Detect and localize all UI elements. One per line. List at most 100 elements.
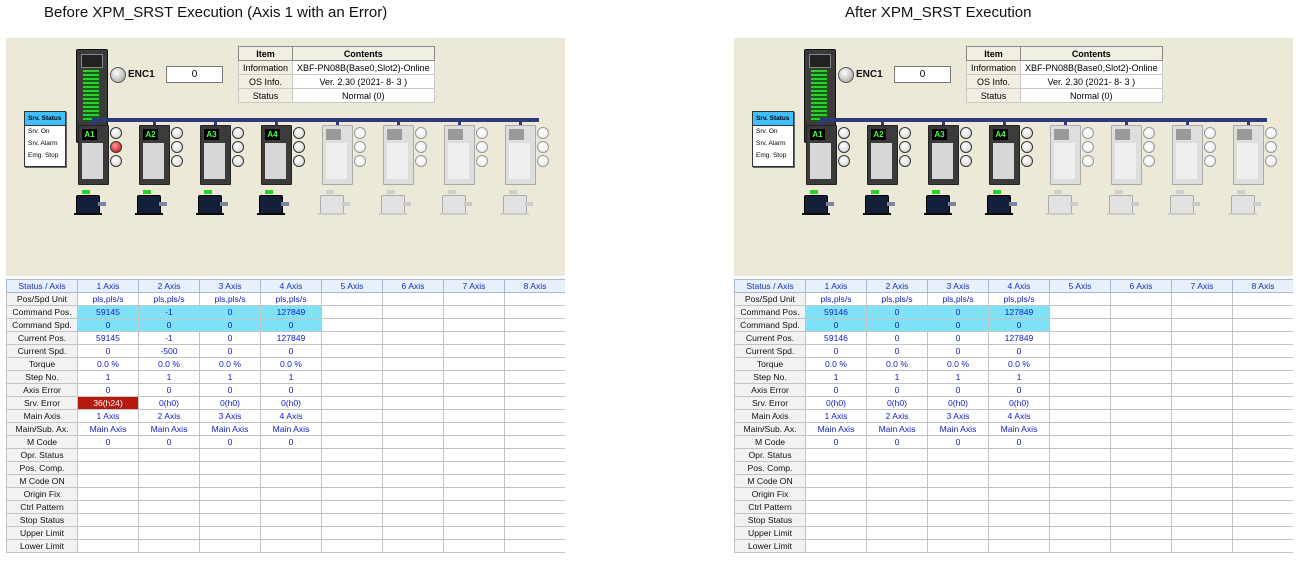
grid-cell[interactable]: 1 Axis (77, 409, 139, 423)
grid-cell[interactable]: -1 (138, 305, 200, 319)
grid-cell[interactable] (382, 305, 444, 319)
grid-cell[interactable]: 0 (77, 383, 139, 397)
grid-cell[interactable] (260, 448, 322, 462)
grid-cell[interactable]: Main Axis (138, 422, 200, 436)
grid-cell[interactable] (1171, 513, 1233, 527)
grid-cell[interactable]: 0 (805, 318, 867, 332)
grid-cell[interactable] (382, 383, 444, 397)
axis-column-header[interactable]: 8 Axis (504, 279, 565, 293)
grid-cell[interactable]: 0 (77, 344, 139, 358)
grid-cell[interactable] (1110, 435, 1172, 449)
grid-cell[interactable]: 0 (138, 383, 200, 397)
grid-cell[interactable] (988, 448, 1050, 462)
grid-cell[interactable] (199, 526, 261, 540)
servo-drive-7[interactable] (444, 125, 475, 185)
grid-cell[interactable]: 0 (260, 435, 322, 449)
grid-cell[interactable] (1232, 318, 1293, 332)
grid-cell[interactable]: 2 Axis (866, 409, 928, 423)
grid-cell[interactable] (443, 461, 505, 475)
grid-cell[interactable] (1049, 331, 1111, 345)
grid-cell[interactable]: Main Axis (805, 422, 867, 436)
grid-cell[interactable]: 0 (199, 318, 261, 332)
grid-cell[interactable] (199, 448, 261, 462)
grid-cell[interactable] (382, 409, 444, 423)
grid-cell[interactable] (504, 500, 565, 514)
grid-cell[interactable] (321, 513, 383, 527)
grid-cell[interactable] (321, 292, 383, 306)
grid-cell[interactable]: 0.0 % (77, 357, 139, 371)
grid-cell[interactable] (382, 344, 444, 358)
grid-cell[interactable] (321, 487, 383, 501)
grid-cell[interactable]: Main Axis (199, 422, 261, 436)
servo-drive-6[interactable] (383, 125, 414, 185)
servo-drive-8[interactable] (505, 125, 536, 185)
grid-cell[interactable]: 36(h24) (77, 396, 139, 410)
grid-cell[interactable] (504, 513, 565, 527)
grid-cell[interactable] (1110, 500, 1172, 514)
grid-cell[interactable] (1110, 292, 1172, 306)
grid-cell[interactable] (1232, 409, 1293, 423)
grid-cell[interactable] (1049, 383, 1111, 397)
grid-cell[interactable]: 3 Axis (199, 409, 261, 423)
grid-cell[interactable] (805, 539, 867, 553)
grid-cell[interactable] (443, 422, 505, 436)
grid-cell[interactable]: 0 (866, 435, 928, 449)
grid-cell[interactable] (199, 539, 261, 553)
servo-drive-6[interactable] (1111, 125, 1142, 185)
grid-cell[interactable] (1049, 292, 1111, 306)
grid-cell[interactable] (321, 422, 383, 436)
grid-cell[interactable]: -500 (138, 344, 200, 358)
grid-cell[interactable] (1171, 435, 1233, 449)
grid-cell[interactable] (1110, 539, 1172, 553)
grid-cell[interactable]: 0 (260, 318, 322, 332)
grid-cell[interactable] (1171, 539, 1233, 553)
grid-cell[interactable] (504, 461, 565, 475)
grid-cell[interactable] (321, 526, 383, 540)
grid-cell[interactable] (77, 526, 139, 540)
axis-column-header[interactable]: 7 Axis (443, 279, 505, 293)
grid-cell[interactable] (866, 526, 928, 540)
grid-cell[interactable] (927, 474, 989, 488)
grid-cell[interactable] (1232, 435, 1293, 449)
grid-cell[interactable] (504, 331, 565, 345)
grid-cell[interactable] (260, 526, 322, 540)
grid-cell[interactable]: 0 (927, 331, 989, 345)
grid-cell[interactable]: 0 (260, 383, 322, 397)
grid-cell[interactable] (1110, 357, 1172, 371)
grid-cell[interactable]: pls,pls/s (927, 292, 989, 306)
grid-cell[interactable] (1110, 383, 1172, 397)
grid-cell[interactable] (77, 461, 139, 475)
axis-column-header[interactable]: 5 Axis (1049, 279, 1111, 293)
grid-cell[interactable] (988, 526, 1050, 540)
grid-cell[interactable]: 0 (199, 383, 261, 397)
axis-column-header[interactable]: 5 Axis (321, 279, 383, 293)
grid-cell[interactable] (504, 318, 565, 332)
grid-cell[interactable]: 0 (927, 435, 989, 449)
grid-cell[interactable]: 0.0 % (805, 357, 867, 371)
grid-cell[interactable]: 1 (927, 370, 989, 384)
grid-cell[interactable] (443, 513, 505, 527)
grid-cell[interactable] (1171, 461, 1233, 475)
grid-cell[interactable]: 0 (866, 331, 928, 345)
servo-drive-1[interactable]: A1 (806, 125, 837, 185)
grid-cell[interactable]: 1 (866, 370, 928, 384)
grid-cell[interactable] (77, 500, 139, 514)
grid-cell[interactable] (1049, 474, 1111, 488)
grid-cell[interactable] (988, 539, 1050, 553)
grid-cell[interactable]: 0.0 % (866, 357, 928, 371)
grid-cell[interactable] (443, 500, 505, 514)
grid-cell[interactable]: 0 (260, 344, 322, 358)
grid-cell[interactable]: 0 (77, 435, 139, 449)
grid-cell[interactable]: 0(h0) (260, 396, 322, 410)
grid-cell[interactable]: pls,pls/s (988, 292, 1050, 306)
servo-drive-8[interactable] (1233, 125, 1264, 185)
grid-cell[interactable]: 0 (927, 318, 989, 332)
grid-cell[interactable] (1171, 305, 1233, 319)
grid-cell[interactable] (443, 396, 505, 410)
grid-cell[interactable]: 2 Axis (138, 409, 200, 423)
grid-cell[interactable] (1049, 344, 1111, 358)
grid-cell[interactable] (927, 539, 989, 553)
grid-cell[interactable]: 0 (77, 318, 139, 332)
grid-cell[interactable] (1232, 370, 1293, 384)
grid-cell[interactable]: 0(h0) (805, 396, 867, 410)
